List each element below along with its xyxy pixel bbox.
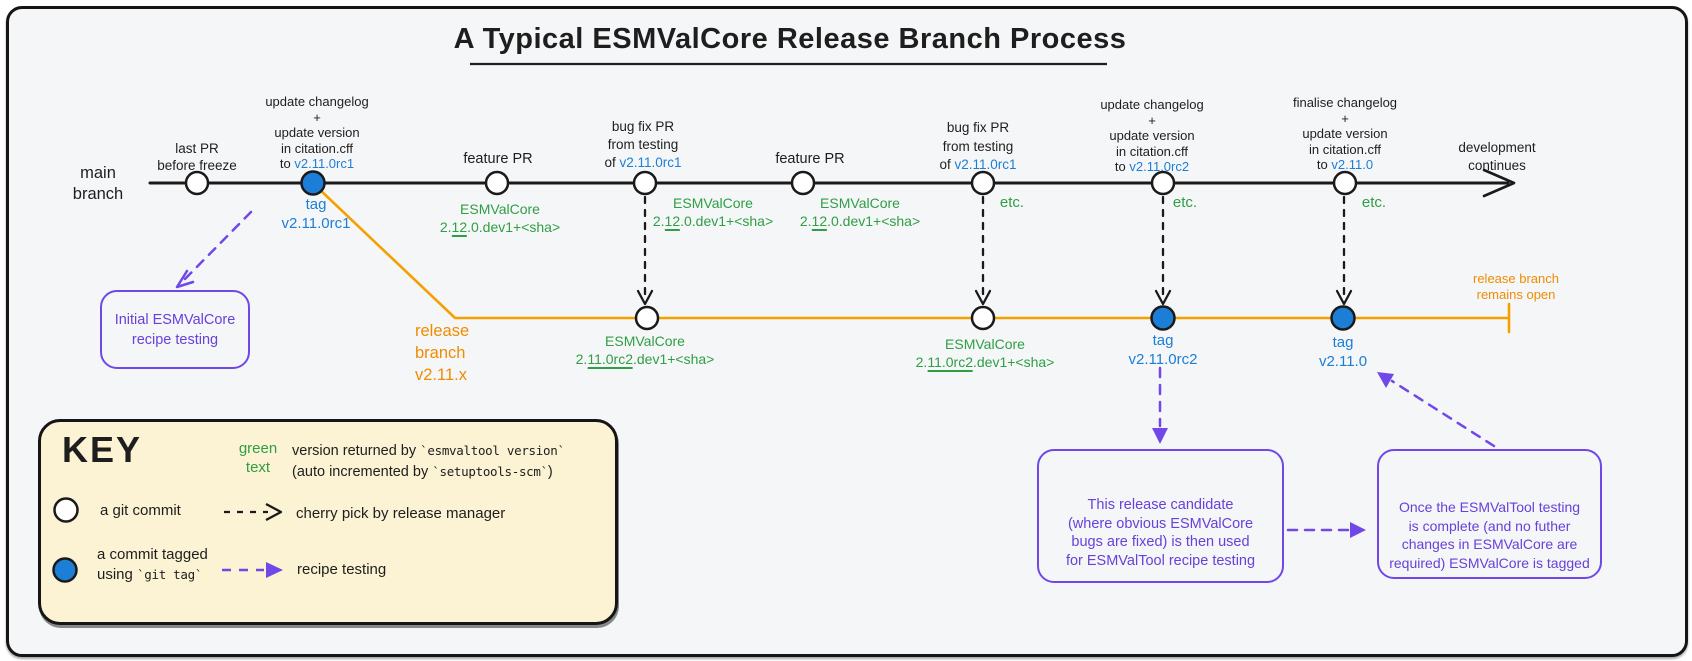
version-text: ESMValCore 2. bbox=[799, 195, 900, 229]
anno-last-pr: last PR before freeze bbox=[157, 141, 237, 173]
anno-bugfix-1-version: v2.11.0rc1 bbox=[619, 155, 682, 170]
tag-final-label: tag v2.11.0 bbox=[1318, 334, 1368, 370]
key-heading: KEY bbox=[62, 429, 143, 470]
version-text: ESMValCore 2. bbox=[915, 336, 1025, 370]
version-text: .0.dev1+<sha> bbox=[467, 218, 561, 235]
page-title: A Typical ESMValCore Release Branch Proc… bbox=[453, 23, 1127, 55]
version-underlined: 11.0rc2 bbox=[927, 353, 973, 372]
testing-complete-box bbox=[1377, 449, 1602, 579]
anno-update-rc2-version: v2.11.0rc2 bbox=[1129, 159, 1190, 174]
anno-finalise-version: v2.11.0 bbox=[1331, 157, 1374, 172]
anno-update-rc2-text: update changelog + update version in cit… bbox=[1100, 97, 1204, 174]
version-text: .dev1+<sha> bbox=[973, 353, 1055, 370]
anno-bugfix-1-text: bug fix PR from testing of bbox=[604, 119, 679, 170]
key-green-line2-close: ) bbox=[547, 464, 553, 480]
etc-label-3: etc. bbox=[1361, 194, 1387, 211]
anno-update-rc1: update changelog + update version in cit… bbox=[265, 94, 368, 172]
version-underlined: 11.0rc2 bbox=[587, 350, 633, 369]
version-dev-1: ESMValCore 2.12.0.dev1+<sha> bbox=[439, 201, 561, 237]
anno-bugfix-2-version: v2.11.0rc1 bbox=[954, 157, 1017, 172]
version-text: .dev1+<sha> bbox=[633, 350, 715, 367]
main-branch-label: main branch bbox=[72, 164, 124, 203]
version-dev-3: ESMValCore 2.12.0.dev1+<sha> bbox=[799, 195, 921, 231]
version-rc-2: ESMValCore 2.11.0rc2.dev1+<sha> bbox=[915, 336, 1055, 372]
etc-label-2: etc. bbox=[1172, 194, 1198, 211]
key-green-line2-text: (auto incremented by bbox=[292, 464, 433, 480]
key-green-line2: (auto incremented by `setuptools-scm`) bbox=[292, 464, 553, 481]
key-tagged-commit-label: a commit tagged using `git tag` bbox=[97, 545, 208, 585]
release-branch-label: release branch v2.11.x bbox=[415, 322, 470, 384]
release-open-label: release branch remains open bbox=[1473, 271, 1559, 302]
anno-feature-pr-2: feature PR bbox=[775, 151, 845, 167]
key-box bbox=[38, 419, 618, 625]
testing-complete-text: Once the ESMValTool testing is complete … bbox=[1389, 499, 1590, 571]
key-tagged-commit-code: `git tag` bbox=[137, 567, 203, 582]
initial-testing-text: Initial ESMValCore recipe testing bbox=[114, 312, 236, 348]
development-continues-label: development continues bbox=[1458, 140, 1536, 173]
release-candidate-text: This release candidate (where obvious ES… bbox=[1065, 497, 1256, 569]
version-underlined: 12 bbox=[811, 212, 828, 231]
version-underlined: 12 bbox=[664, 212, 681, 231]
key-commit-label: a git commit bbox=[100, 502, 181, 519]
anno-finalise-text: finalise changelog + update version in c… bbox=[1292, 95, 1398, 172]
anno-update-rc1-version: v2.11.0rc1 bbox=[294, 156, 355, 171]
anno-update-rc1-text: update changelog + update version in cit… bbox=[265, 94, 369, 171]
key-green-line1-text: version returned by bbox=[292, 443, 421, 459]
version-underlined: 12 bbox=[451, 218, 468, 237]
key-green-line2-code: `setuptools-scm` bbox=[432, 464, 548, 479]
release-candidate-box bbox=[1037, 449, 1284, 583]
key-green-text-label: green text bbox=[238, 440, 278, 476]
anno-finalise: finalise changelog + update version in c… bbox=[1293, 95, 1397, 173]
tag-rc2-label: tag v2.11.0rc2 bbox=[1128, 332, 1198, 368]
version-text: ESMValCore 2. bbox=[575, 333, 685, 367]
version-rc-1: ESMValCore 2.11.0rc2.dev1+<sha> bbox=[575, 333, 715, 369]
anno-update-rc2: update changelog + update version in cit… bbox=[1100, 97, 1203, 175]
version-text: .0.dev1+<sha> bbox=[827, 212, 921, 229]
key-cherry-pick-label: cherry pick by release manager bbox=[296, 505, 506, 522]
anno-bugfix-2: bug fix PR from testing of v2.11.0rc1 bbox=[939, 119, 1016, 175]
initial-testing-box bbox=[100, 290, 250, 369]
version-text: ESMValCore 2. bbox=[652, 195, 753, 229]
etc-label-1: etc. bbox=[999, 194, 1025, 211]
anno-bugfix-1: bug fix PR from testing of v2.11.0rc1 bbox=[604, 118, 681, 172]
tag-rc1-label: tag v2.11.0rc1 bbox=[281, 196, 351, 232]
key-green-line1-code: `esmvaltool version` bbox=[420, 443, 565, 458]
version-dev-2: ESMValCore 2.12.0.dev1+<sha> bbox=[652, 195, 774, 231]
anno-feature-pr-1: feature PR bbox=[463, 151, 533, 167]
key-recipe-testing-label: recipe testing bbox=[297, 561, 387, 578]
key-tagged-commit-text: a commit tagged using bbox=[97, 546, 208, 583]
version-text: ESMValCore 2. bbox=[439, 201, 540, 235]
anno-bugfix-2-text: bug fix PR from testing of bbox=[939, 120, 1014, 172]
key-green-line1: version returned by `esmvaltool version` bbox=[292, 443, 565, 460]
version-text: .0.dev1+<sha> bbox=[680, 212, 774, 229]
